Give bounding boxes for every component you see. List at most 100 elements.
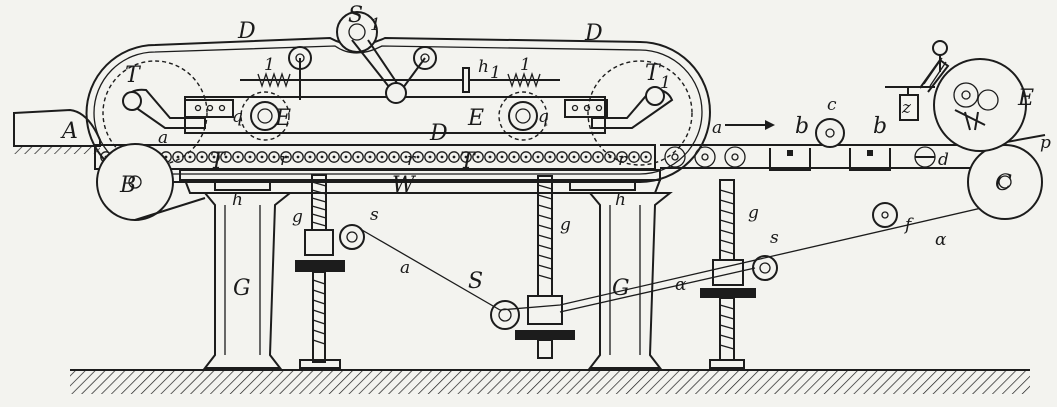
label-q-right: q bbox=[538, 107, 549, 127]
bed-roller bbox=[604, 151, 616, 163]
label-c-wheel: c bbox=[827, 95, 837, 115]
label-alpha-right: α bbox=[935, 230, 947, 250]
label-s1: S bbox=[348, 3, 363, 28]
cutting-head bbox=[885, 40, 1027, 152]
roll-c bbox=[967, 134, 1046, 220]
bed-roller bbox=[304, 151, 316, 163]
bed-roller-axle bbox=[296, 155, 300, 159]
label-b: B bbox=[119, 173, 136, 198]
jack-left bbox=[295, 174, 365, 369]
bed-roller-axle bbox=[224, 155, 228, 159]
bed-roller bbox=[520, 151, 532, 163]
bed-roller-axle bbox=[464, 155, 468, 159]
bed-roller-axle bbox=[488, 155, 492, 159]
label-t1: T bbox=[645, 61, 662, 86]
label-t1-sub: 1 bbox=[660, 73, 671, 93]
stand-left bbox=[202, 192, 293, 369]
pressure-wheel-left bbox=[240, 91, 290, 141]
label-e-left: E bbox=[274, 106, 291, 131]
bed-roller bbox=[196, 151, 208, 163]
label-h-left: h bbox=[232, 190, 243, 210]
label-h-right: h bbox=[615, 190, 626, 210]
bed-roller bbox=[616, 151, 628, 163]
sprocket-linkage bbox=[288, 11, 437, 104]
bed-roller bbox=[232, 151, 244, 163]
label-g-right: G bbox=[612, 276, 630, 301]
label-g-jack-right: g bbox=[748, 203, 759, 223]
bed-roller-axle bbox=[536, 155, 540, 159]
bed-roller-axle bbox=[560, 155, 564, 159]
bed-roller bbox=[496, 151, 508, 163]
bed-roller bbox=[256, 151, 268, 163]
bed-roller-axle bbox=[404, 155, 408, 159]
bed-roller-axle bbox=[356, 155, 360, 159]
label-e-right: E bbox=[467, 106, 484, 131]
label-z: z bbox=[901, 98, 912, 118]
label-s1-sub: 1 bbox=[370, 15, 381, 35]
bed-roller-axle bbox=[272, 155, 276, 159]
bed-roller-axle bbox=[188, 155, 192, 159]
bed-roller bbox=[532, 151, 544, 163]
label-s-jack-left: s bbox=[370, 205, 379, 225]
label-d-center: D bbox=[429, 121, 448, 146]
bed-roller bbox=[448, 151, 460, 163]
bed-roller-axle bbox=[620, 155, 624, 159]
bed-roller bbox=[640, 151, 652, 163]
bed-roller-axle bbox=[176, 155, 180, 159]
bed-roller-axle bbox=[332, 155, 336, 159]
bed-roller bbox=[556, 151, 568, 163]
bed-roller-axle bbox=[284, 155, 288, 159]
outfeed bbox=[660, 118, 990, 171]
label-h1: h bbox=[478, 57, 489, 77]
jack-middle bbox=[490, 175, 575, 359]
bracket-left bbox=[214, 180, 271, 191]
label-b-box-left: b bbox=[795, 114, 809, 139]
label-a-outfeed: a bbox=[712, 118, 722, 138]
drum-right bbox=[587, 60, 693, 166]
bed-roller-axle bbox=[248, 155, 252, 159]
bed-roller bbox=[424, 151, 436, 163]
roll-b bbox=[96, 143, 206, 221]
bed-roller-axle bbox=[308, 155, 312, 159]
bed-roller-axle bbox=[344, 155, 348, 159]
bed-roller-axle bbox=[368, 155, 372, 159]
bed-roller-axle bbox=[380, 155, 384, 159]
label-g-jack-middle: g bbox=[560, 215, 571, 235]
bed-roller bbox=[244, 151, 256, 163]
bed-roller-axle bbox=[236, 155, 240, 159]
bed-roller bbox=[388, 151, 400, 163]
stand-right bbox=[587, 192, 673, 369]
bed-roller bbox=[592, 151, 604, 163]
label-s-upper: S bbox=[468, 269, 483, 294]
label-h1-sub: 1 bbox=[490, 63, 501, 83]
label-spring-right: 1 bbox=[520, 55, 531, 75]
label-d-right: D bbox=[584, 21, 603, 46]
bed-roller-axle bbox=[608, 155, 612, 159]
bed-roller-axle bbox=[476, 155, 480, 159]
bed-roller bbox=[544, 151, 556, 163]
bed-roller bbox=[484, 151, 496, 163]
drum-left bbox=[102, 60, 208, 166]
bed-roller bbox=[364, 151, 376, 163]
bed-roller bbox=[568, 151, 580, 163]
bed-roller-axle bbox=[632, 155, 636, 159]
bed-roller bbox=[352, 151, 364, 163]
bed-roller bbox=[280, 151, 292, 163]
label-q-left: q bbox=[232, 107, 243, 127]
ground bbox=[70, 369, 1030, 394]
label-r-3: r bbox=[618, 150, 627, 170]
bed-roller bbox=[328, 151, 340, 163]
pressure-wheel-right bbox=[498, 91, 548, 141]
bed-roller-axle bbox=[512, 155, 516, 159]
bed-roller bbox=[508, 151, 520, 163]
label-t-table-center: T bbox=[460, 149, 477, 174]
label-p: p bbox=[1040, 133, 1051, 153]
bed-roller bbox=[340, 151, 352, 163]
label-e-head: E bbox=[1017, 86, 1034, 111]
label-w: W bbox=[392, 173, 417, 198]
label-r-1: r bbox=[280, 150, 289, 170]
label-g-left: G bbox=[233, 276, 251, 301]
label-g-jack-left: g bbox=[292, 207, 303, 227]
label-c: C bbox=[995, 171, 1012, 196]
